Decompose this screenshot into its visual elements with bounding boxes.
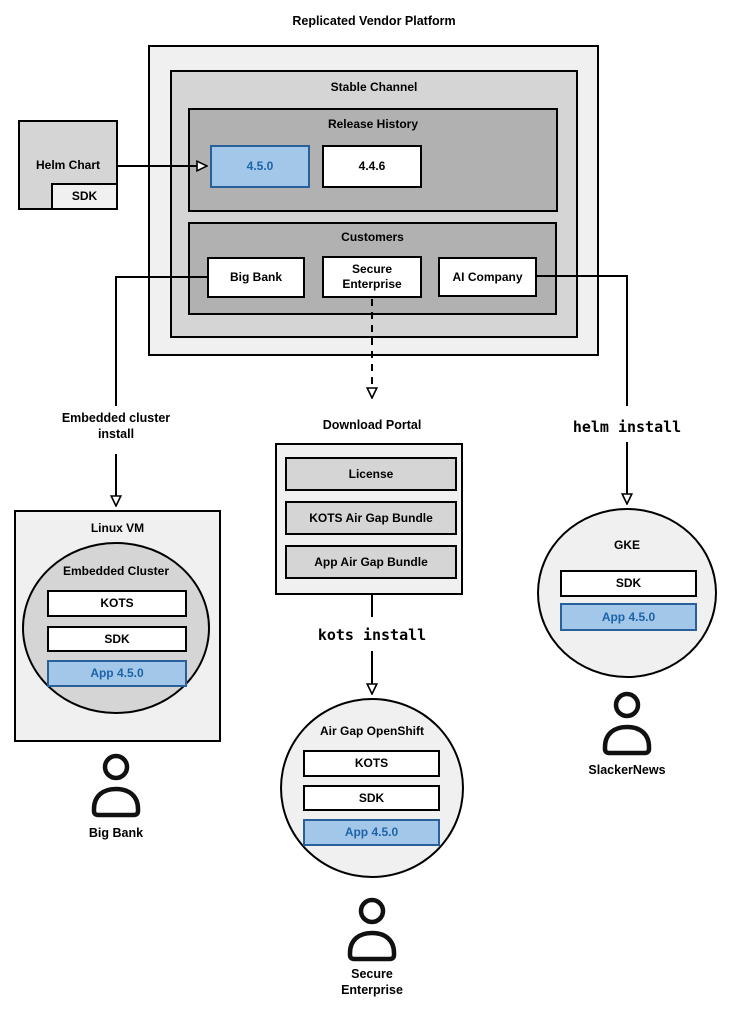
stable-channel-label: Stable Channel — [330, 80, 418, 94]
openshift-kots-box: KOTS — [303, 750, 440, 777]
diagram-title: Replicated Vendor Platform — [292, 14, 456, 28]
linux-vm-label: Linux VM — [90, 521, 145, 535]
release-history-label: Release History — [327, 117, 419, 131]
helm-chart-label: Helm Chart — [35, 158, 100, 172]
airgap-openshift-label: Air Gap OpenShift — [319, 724, 424, 738]
secure-enterprise-user-icon — [347, 897, 397, 962]
big-bank-user-icon — [91, 753, 141, 818]
helm-install-label: helm install — [572, 418, 682, 436]
customer-secure-enterprise: Secure Enterprise — [322, 256, 422, 298]
gke-sdk-box: SDK — [560, 570, 697, 597]
openshift-sdk-box: SDK — [303, 785, 440, 811]
linux-vm-sdk-box: SDK — [47, 626, 187, 652]
helm-chart-sdk-box: SDK — [51, 183, 118, 210]
kots-install-label: kots install — [317, 626, 427, 644]
embedded-cluster-install-label: Embedded cluster install — [61, 411, 171, 441]
gke-label: GKE — [613, 538, 640, 552]
gke-app-box: App 4.5.0 — [560, 603, 697, 631]
openshift-app-box: App 4.5.0 — [303, 819, 440, 846]
customers-label: Customers — [341, 230, 404, 244]
slackernews-user-label: SlackerNews — [588, 763, 666, 777]
big-bank-user-label: Big Bank — [88, 826, 144, 840]
customer-ai-company: AI Company — [438, 257, 537, 297]
embedded-cluster-label: Embedded Cluster — [62, 564, 170, 578]
secure-enterprise-user-label: Secure Enterprise — [341, 967, 403, 997]
portal-kots-airgap-bundle-box: KOTS Air Gap Bundle — [285, 501, 457, 535]
customer-big-bank: Big Bank — [207, 257, 305, 298]
linux-vm-kots-box: KOTS — [47, 590, 187, 617]
linux-vm-app-box: App 4.5.0 — [47, 660, 187, 687]
download-portal-label: Download Portal — [322, 418, 422, 432]
portal-app-airgap-bundle-box: App Air Gap Bundle — [285, 545, 457, 579]
portal-license-box: License — [285, 457, 457, 491]
release-4-4-6: 4.4.6 — [322, 145, 422, 188]
slackernews-user-icon — [602, 691, 652, 756]
release-4-5-0: 4.5.0 — [210, 145, 310, 188]
